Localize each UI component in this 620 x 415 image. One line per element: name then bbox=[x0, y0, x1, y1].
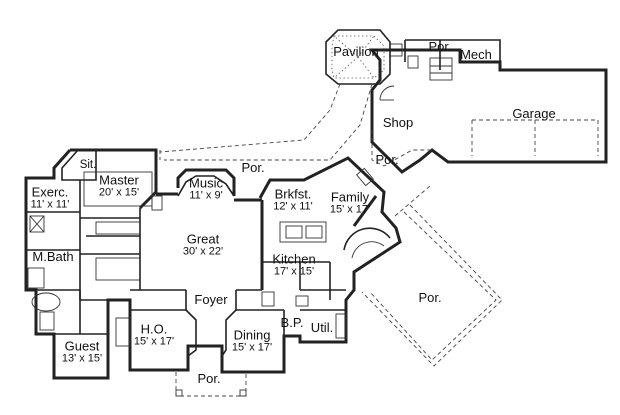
room-ho: H.O. 15' x 17' bbox=[134, 322, 174, 347]
room-dims-guest: 13' x 15' bbox=[61, 352, 103, 365]
room-dims-exerc: 11' x 11' bbox=[30, 198, 70, 211]
room-dims-ho: 15' x 17' bbox=[133, 335, 175, 348]
room-family: Family 15' x 17' bbox=[330, 190, 370, 215]
room-kitchen: Kitchen 17' x 15' bbox=[272, 252, 315, 277]
room-dims-kitchen: 17' x 15' bbox=[273, 265, 315, 278]
room-label-porch-right: Por. bbox=[418, 290, 442, 306]
room-name-great: Great bbox=[186, 231, 220, 247]
room-music: Music 11' x 9' bbox=[189, 176, 223, 201]
room-dining: Dining 15' x 17' bbox=[232, 328, 272, 353]
room-master: Master 20' x 15' bbox=[99, 173, 139, 198]
room-name-ho: H.O. bbox=[140, 321, 168, 337]
room-name-exerc: Exerc. bbox=[31, 184, 69, 200]
room-label-util: Util. bbox=[310, 320, 334, 336]
garage-wing bbox=[368, 39, 608, 174]
house-walls bbox=[24, 148, 402, 380]
room-label-porch-front: Por. bbox=[197, 371, 221, 387]
room-label-porch-mid: Por. bbox=[241, 160, 265, 176]
room-dims-music: 11' x 9' bbox=[189, 189, 223, 202]
room-label-garage: Garage bbox=[512, 106, 556, 122]
room-label-foyer: Foyer bbox=[194, 292, 228, 308]
room-name-dining: Dining bbox=[233, 327, 271, 343]
room-dims-master: 20' x 15' bbox=[98, 186, 140, 199]
room-great: Great 30' x 22' bbox=[183, 232, 223, 257]
room-label-shop: Shop bbox=[382, 115, 414, 131]
room-label-mbath: M.Bath bbox=[32, 249, 74, 265]
room-label-porch-top: Por. bbox=[428, 39, 452, 55]
master-suite bbox=[26, 149, 153, 335]
kitchen-family bbox=[261, 167, 391, 339]
central-rooms bbox=[115, 150, 285, 357]
room-dims-family: 15' x 17' bbox=[329, 203, 371, 216]
front-porch bbox=[175, 372, 247, 397]
room-name-family: Family bbox=[330, 189, 370, 205]
room-name-master: Master bbox=[99, 172, 139, 188]
room-name-brkfst: Brkfst. bbox=[274, 186, 312, 202]
room-label-bp: B.P. bbox=[280, 315, 304, 331]
room-label-pavilion: Pavilion bbox=[333, 44, 379, 60]
room-dims-brkfst: 12' x 11' bbox=[273, 200, 313, 213]
room-guest: Guest 13' x 15' bbox=[62, 339, 102, 364]
room-exerc: Exerc. 11' x 11' bbox=[31, 185, 70, 210]
room-label-porch-shop: Por. bbox=[375, 152, 399, 168]
room-name-guest: Guest bbox=[64, 338, 100, 354]
room-brkfst: Brkfst. 12' x 11' bbox=[273, 187, 312, 212]
walkway bbox=[159, 83, 432, 167]
room-name-kitchen: Kitchen bbox=[272, 251, 316, 267]
room-label-sit: Sit. bbox=[79, 158, 97, 171]
pavilion-structure bbox=[325, 29, 391, 85]
room-label-mech: Mech bbox=[460, 47, 492, 63]
room-dims-dining: 15' x 17' bbox=[231, 341, 273, 354]
room-dims-great: 30' x 22' bbox=[182, 245, 224, 258]
room-name-music: Music bbox=[189, 175, 223, 191]
right-porch bbox=[361, 185, 503, 367]
